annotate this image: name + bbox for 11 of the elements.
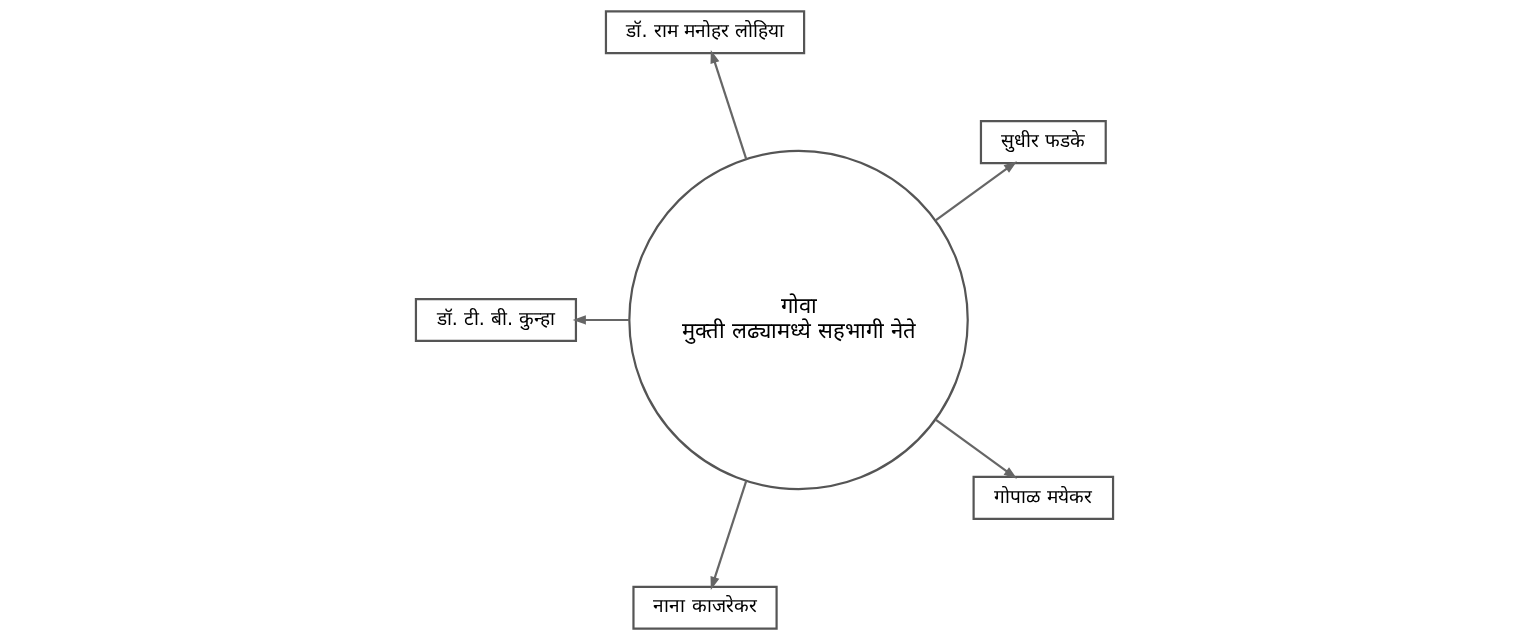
node-circle: गोवा मुक्ती लढ्यामध्ये सहभागी नेते: [627, 149, 969, 491]
node-box: गोपाळ मयेकर: [972, 475, 1114, 520]
arrow: [934, 418, 1017, 479]
node-box: डॉ. राम मनोहर लोहिया: [604, 10, 805, 55]
arrow: [710, 50, 747, 160]
arrow: [710, 480, 747, 590]
arrow: [934, 161, 1017, 222]
node-box: डॉ. टी. बी. कुन्हा: [414, 297, 577, 343]
arrow: [572, 315, 629, 325]
node-box: नाना काजरेकर: [631, 585, 778, 630]
node-box: सुधीर फडके: [979, 120, 1107, 165]
